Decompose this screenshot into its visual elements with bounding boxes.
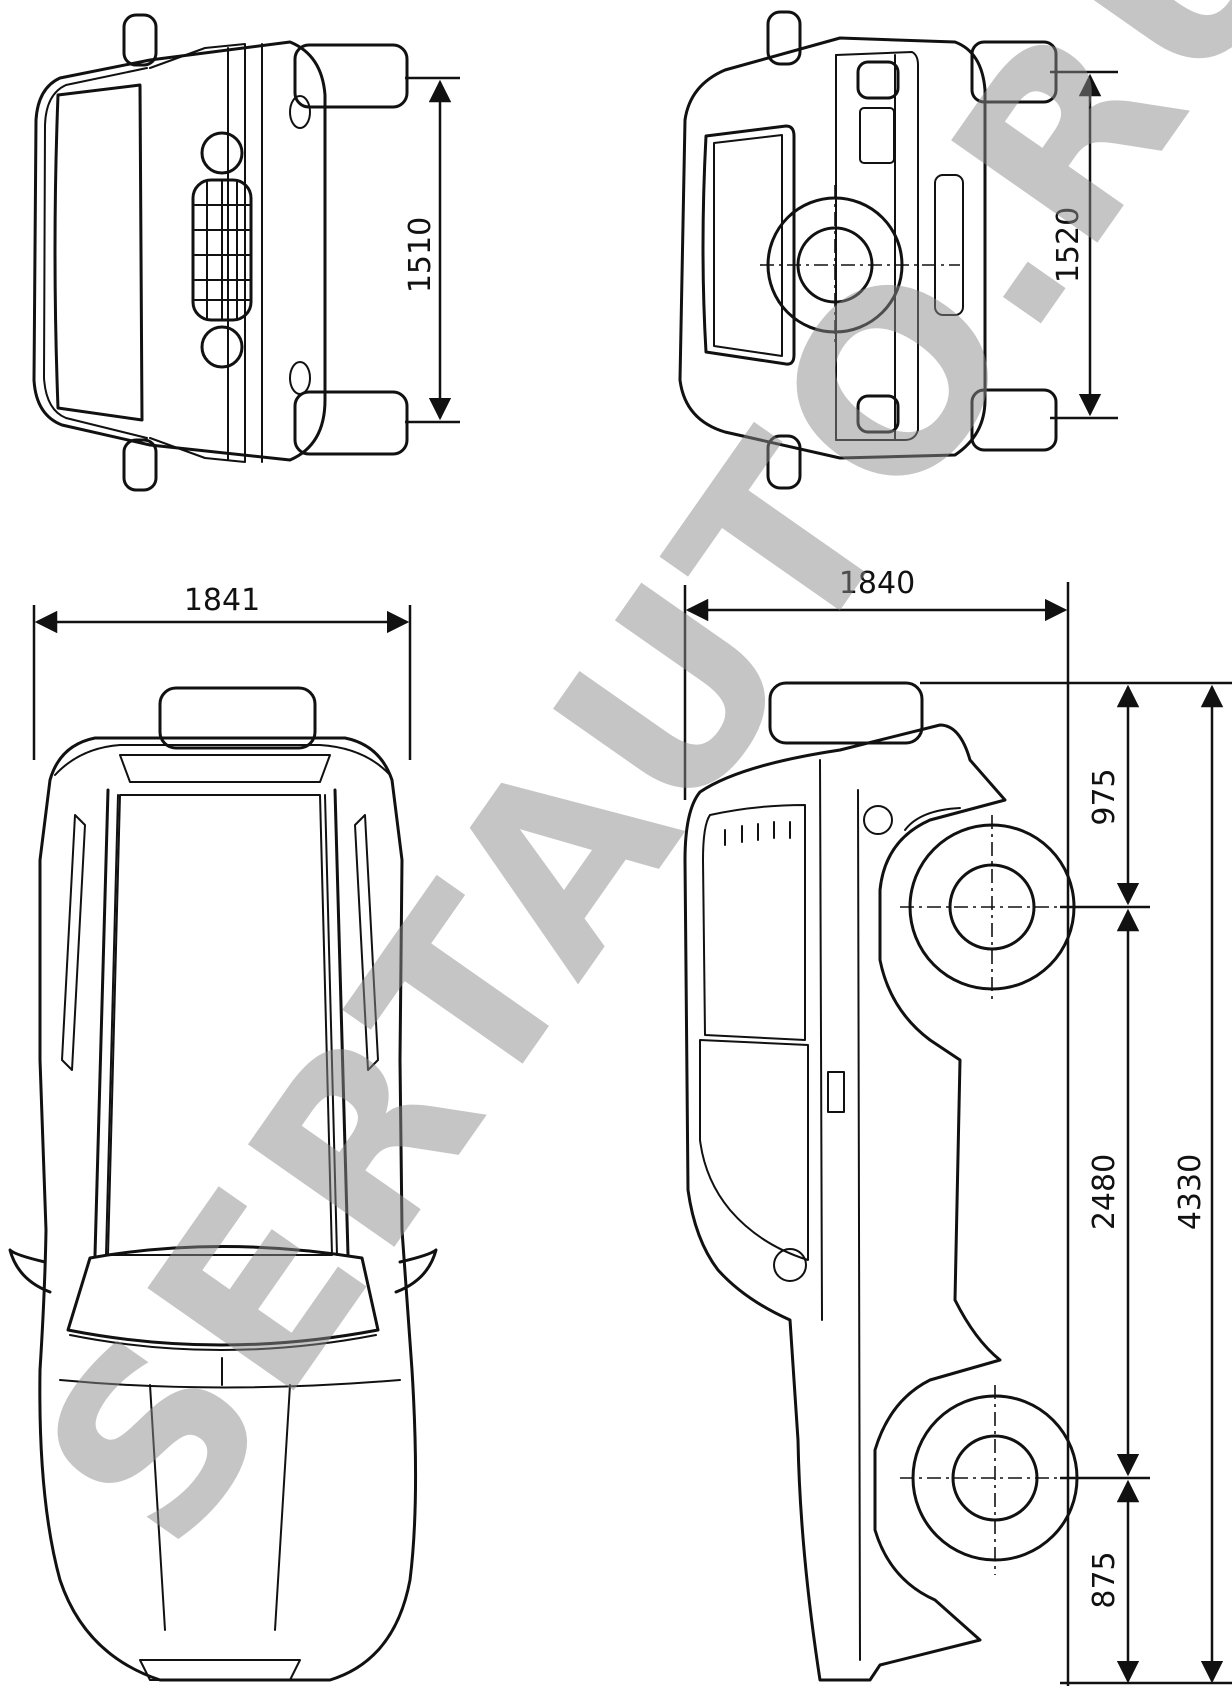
watermark: SERTAUTO.RU xyxy=(0,0,1232,1593)
front-track-label: 1510 xyxy=(403,217,438,293)
side-door-glass xyxy=(699,1039,809,1261)
top-window-right xyxy=(354,814,379,1071)
top-rear-spoiler xyxy=(119,754,331,783)
side-width-dimension: 1840 xyxy=(683,566,1070,1686)
top-width-dimension: 1841 xyxy=(32,583,412,760)
front-grille-slats xyxy=(194,179,250,321)
rear-view xyxy=(678,10,1058,490)
top-windshield xyxy=(66,1245,380,1347)
rear-window-inner xyxy=(713,134,783,357)
rear-overhang-label: 875 xyxy=(1087,1551,1122,1608)
top-front-bumper xyxy=(139,1659,301,1681)
wheelbase-label: 2480 xyxy=(1087,1154,1122,1230)
front-body-inner xyxy=(43,67,148,439)
rear-track-dimension: 1520 xyxy=(1050,70,1118,420)
side-fuel-cap xyxy=(863,805,893,835)
front-foglight-bottom xyxy=(289,361,311,395)
side-body xyxy=(683,723,1007,1682)
top-mirror-right xyxy=(394,1248,438,1294)
top-roof-rails-inner xyxy=(105,794,338,1256)
rear-tyre-bottom xyxy=(970,388,1058,452)
top-bonnet-edge xyxy=(59,1379,401,1389)
rear-side-bar xyxy=(934,174,964,316)
rear-taillamp-bottom xyxy=(856,394,900,434)
rear-tailgate-frame xyxy=(835,51,919,441)
front-mirror-top xyxy=(122,13,158,67)
side-vents xyxy=(724,821,791,846)
rear-mirror-top xyxy=(766,10,802,66)
rear-window xyxy=(701,124,796,366)
side-width-label: 1840 xyxy=(839,566,915,601)
front-headlight-top xyxy=(200,131,244,175)
side-door-handle xyxy=(827,1071,845,1113)
top-spare-wheel xyxy=(158,686,317,750)
front-overhang-label: 975 xyxy=(1087,768,1122,825)
side-mirror xyxy=(773,1248,807,1282)
rear-plate-area xyxy=(859,107,895,164)
rear-taillamp-top xyxy=(856,60,900,100)
side-door-lines xyxy=(819,759,861,1661)
top-roof-rails-outer xyxy=(93,788,350,1257)
top-mirror-left xyxy=(8,1248,52,1294)
front-view xyxy=(32,13,409,492)
side-rear-arch xyxy=(904,807,961,831)
top-width-label: 1841 xyxy=(184,583,260,618)
side-length-dimensions: 975 2480 875 4330 xyxy=(920,681,1232,1685)
top-roof-rear xyxy=(54,744,391,776)
top-cowl xyxy=(69,1334,377,1351)
top-window-left xyxy=(61,814,86,1071)
rear-track-label: 1520 xyxy=(1051,207,1086,283)
side-rear-glass xyxy=(702,804,806,1041)
side-rear-hub xyxy=(948,863,1036,951)
side-spare-wheel xyxy=(768,681,924,745)
rear-body xyxy=(678,36,987,460)
front-headlight-bottom xyxy=(200,325,244,369)
front-mirror-bottom xyxy=(122,438,158,492)
rear-mirror-bottom xyxy=(766,434,802,490)
top-bonnet-creases xyxy=(149,1384,291,1631)
overall-length-label: 4330 xyxy=(1173,1154,1208,1230)
front-body xyxy=(32,40,327,462)
front-track-dimension: 1510 xyxy=(403,76,460,424)
front-tyre-top xyxy=(293,43,409,109)
top-view xyxy=(8,686,438,1682)
front-face xyxy=(149,43,246,463)
front-foglight-top xyxy=(289,95,311,129)
front-windshield xyxy=(53,83,144,422)
